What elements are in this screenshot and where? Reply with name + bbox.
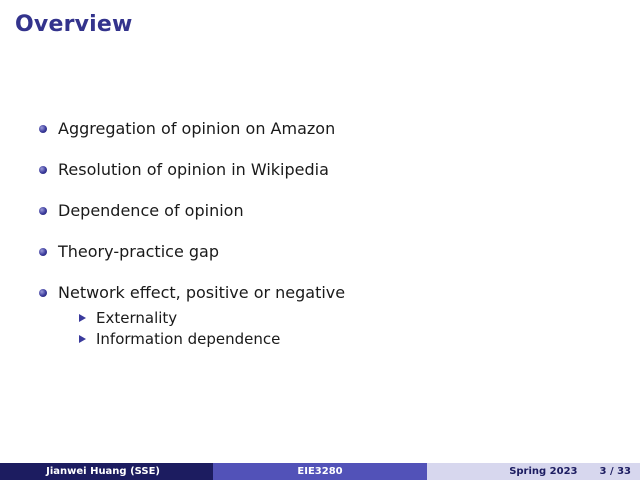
sub-list-item-text: Information dependence	[96, 330, 281, 348]
list-item: Theory-practice gap	[38, 240, 618, 281]
triangle-bullet-icon	[79, 314, 86, 322]
sub-bullet-list: Externality Information dependence	[38, 281, 618, 350]
triangle-bullet-icon	[79, 335, 86, 343]
page-number: 3 / 33	[599, 466, 632, 477]
bullet-list: Aggregation of opinion on Amazon Resolut…	[38, 117, 618, 350]
sub-list-item-text: Externality	[96, 309, 178, 327]
slide-title: Overview	[15, 12, 133, 37]
footer-bar: Jianwei Huang (SSE) EIE3280 Spring 2023 …	[0, 463, 640, 480]
sub-list-item: Information dependence	[38, 329, 618, 350]
bullet-icon	[39, 125, 47, 133]
list-item-text: Theory-practice gap	[58, 242, 219, 261]
bullet-icon	[39, 248, 47, 256]
list-item-text: Network effect, positive or negative	[58, 283, 346, 302]
footer-course: EIE3280	[213, 463, 427, 480]
footer-date: Spring 2023	[509, 466, 578, 477]
footer-course-text: EIE3280	[297, 466, 343, 477]
footer-info: Spring 2023 3 / 33	[427, 463, 640, 480]
footer-author-text: Jianwei Huang (SSE)	[46, 466, 160, 477]
list-item: Resolution of opinion in Wikipedia	[38, 158, 618, 199]
list-item-text: Aggregation of opinion on Amazon	[58, 119, 336, 138]
list-item: Aggregation of opinion on Amazon	[38, 117, 618, 158]
footer-author: Jianwei Huang (SSE)	[0, 463, 213, 480]
bullet-icon	[39, 207, 47, 215]
bullet-icon	[39, 166, 47, 174]
list-item-text: Dependence of opinion	[58, 201, 244, 220]
sub-list-item: Externality	[38, 308, 618, 329]
list-item: Dependence of opinion	[38, 199, 618, 240]
list-item: Network effect, positive or negative Ext…	[38, 281, 618, 350]
list-item-text: Resolution of opinion in Wikipedia	[58, 160, 329, 179]
bullet-icon	[39, 289, 47, 297]
